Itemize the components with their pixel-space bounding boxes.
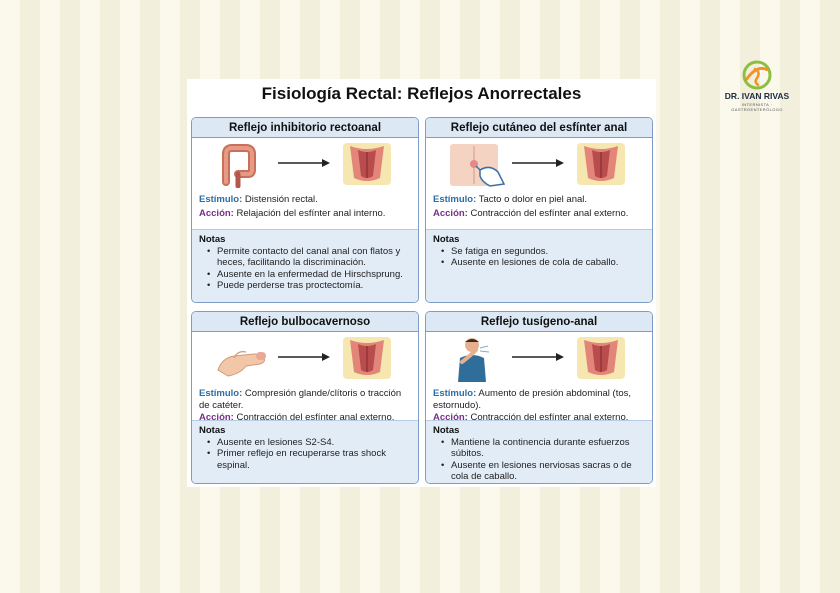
action-text: Contracción del esfínter anal externo. xyxy=(470,208,629,219)
list-item: Ausente en lesiones S2-S4. xyxy=(207,437,411,449)
anal-sphincter-icon xyxy=(343,143,391,185)
stimulus-text: Distensión rectal. xyxy=(244,194,318,205)
notes-title: Notas xyxy=(433,425,460,436)
list-item: Mantiene la continencia durante esfuerzo… xyxy=(441,437,645,460)
notes-list: Mantiene la continencia durante esfuerzo… xyxy=(433,437,645,483)
anal-sphincter-icon xyxy=(577,337,625,379)
stimulus-label: Estímulo: xyxy=(199,388,243,399)
anal-sphincter-icon xyxy=(343,337,391,379)
notes-title: Notas xyxy=(199,234,226,245)
list-item: Ausente en lesiones de cola de caballo. xyxy=(441,257,645,269)
stimulus-text: Compresión glande/clítoris o tracción de… xyxy=(199,388,402,411)
list-item: Se fatiga en segundos. xyxy=(441,246,645,258)
logo-subtitle: INTERNISTA · GASTROENTERÓLOGO xyxy=(731,102,783,112)
logo-icon xyxy=(742,60,772,90)
action-text: Relajación del esfínter anal interno. xyxy=(236,208,386,219)
action-text: Contracción del esfínter anal externo. xyxy=(470,412,629,423)
notes-panel: Notas Mantiene la continencia durante es… xyxy=(426,420,652,483)
card-description: Estímulo: Tacto o dolor en piel anal. Ac… xyxy=(426,190,652,224)
skin-touch-icon xyxy=(450,144,506,187)
card-title: Reflejo bulbocavernoso xyxy=(192,312,418,332)
stimulus-label: Estímulo: xyxy=(199,194,243,205)
card-title: Reflejo tusígeno-anal xyxy=(426,312,652,332)
arrow-right-icon xyxy=(278,353,330,361)
action-label: Acción: xyxy=(433,208,468,219)
hand-compression-icon xyxy=(217,351,266,377)
card-reflejo-inhibitorio-rectoanal: Reflejo inhibitorio rectoanal Estímulo: … xyxy=(191,117,419,303)
notes-list: Permite contacto del canal anal con flat… xyxy=(199,246,411,292)
card-description: Estímulo: Aumento de presión abdominal (… xyxy=(426,384,652,428)
card-illustration xyxy=(192,138,418,190)
list-item: Primer reflejo en recuperarse tras shock… xyxy=(207,448,411,471)
notes-panel: Notas Ausente en lesiones S2-S4. Primer … xyxy=(192,420,418,483)
anal-sphincter-icon xyxy=(577,143,625,185)
card-reflejo-tusigeno-anal: Reflejo tusígeno-anal Estímulo: Aument xyxy=(425,311,653,484)
page-title: Fisiología Rectal: Reflejos Anorrectales xyxy=(261,84,582,103)
infographic-sheet: Fisiología Rectal: Reflejos Anorrectales… xyxy=(187,79,656,487)
stimulus-text: Aumento de presión abdominal (tos, estor… xyxy=(433,388,632,411)
list-item: Ausente en la enfermedad de Hirschsprung… xyxy=(207,269,411,281)
arrow-right-icon xyxy=(278,159,330,167)
action-label: Acción: xyxy=(433,412,468,423)
list-item: Puede perderse tras proctectomía. xyxy=(207,280,411,292)
action-text: Contracción del esfínter anal externo. xyxy=(236,412,395,423)
stimulus-label: Estímulo: xyxy=(433,194,477,205)
card-title: Reflejo inhibitorio rectoanal xyxy=(192,118,418,138)
stimulus-text: Tacto o dolor en piel anal. xyxy=(478,194,588,205)
brand-logo: DR. IVAN RIVAS INTERNISTA · GASTROENTERÓ… xyxy=(718,60,796,112)
card-illustration xyxy=(192,332,418,384)
notes-panel: Notas Permite contacto del canal anal co… xyxy=(192,229,418,302)
card-illustration xyxy=(426,332,652,384)
card-description: Estímulo: Compresión glande/clítoris o t… xyxy=(192,384,418,428)
notes-title: Notas xyxy=(433,234,460,245)
card-description: Estímulo: Distensión rectal. Acción: Rel… xyxy=(192,190,418,224)
colon-icon xyxy=(222,144,256,188)
coughing-person-icon xyxy=(458,338,490,382)
action-label: Acción: xyxy=(199,412,234,423)
card-illustration xyxy=(426,138,652,190)
stimulus-label: Estímulo: xyxy=(433,388,477,399)
list-item: Permite contacto del canal anal con flat… xyxy=(207,246,411,269)
logo-name: DR. IVAN RIVAS xyxy=(724,91,790,101)
card-reflejo-bulbocavernoso: Reflejo bulbocavernoso Estímulo: Compres… xyxy=(191,311,419,484)
action-label: Acción: xyxy=(199,208,234,219)
list-item: Ausente en lesiones nerviosas sacras o d… xyxy=(441,460,645,483)
notes-list: Se fatiga en segundos. Ausente en lesion… xyxy=(433,246,645,269)
card-title: Reflejo cutáneo del esfínter anal xyxy=(426,118,652,138)
arrow-right-icon xyxy=(512,353,564,361)
arrow-right-icon xyxy=(512,159,564,167)
card-reflejo-cutaneo-esfinter-anal: Reflejo cutáneo del esfínter anal Estí xyxy=(425,117,653,303)
notes-panel: Notas Se fatiga en segundos. Ausente en … xyxy=(426,229,652,302)
notes-title: Notas xyxy=(199,425,226,436)
notes-list: Ausente en lesiones S2-S4. Primer reflej… xyxy=(199,437,411,472)
